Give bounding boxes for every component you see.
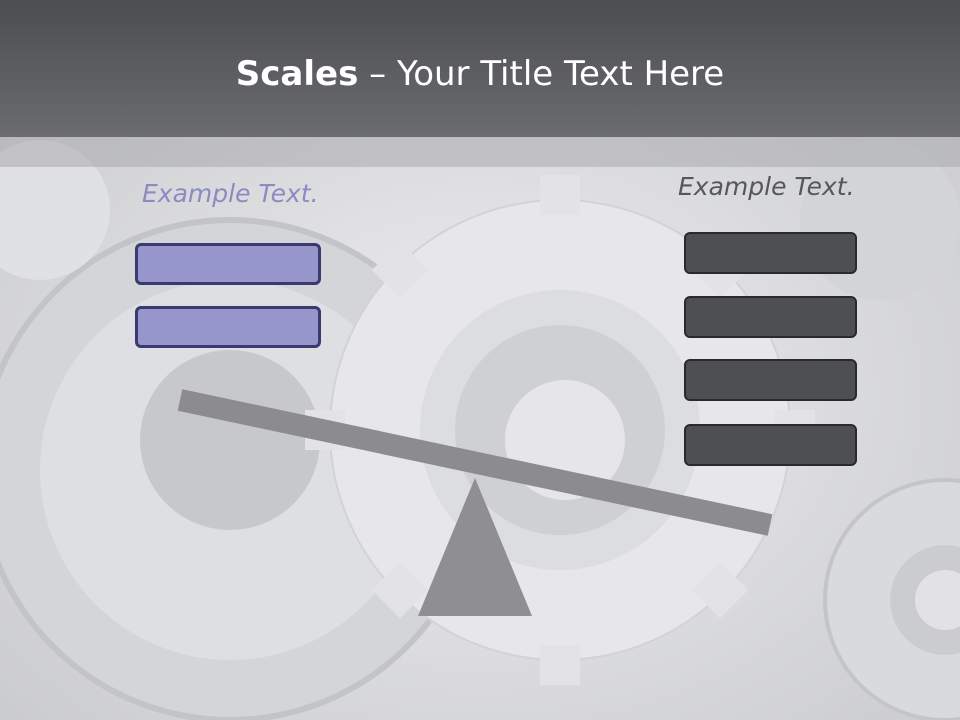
right-example-text[interactable]: Example Text.: [678, 172, 855, 201]
slide-title[interactable]: Scales – Your Title Text Here: [0, 54, 960, 94]
title-rest: – Your Title Text Here: [358, 54, 725, 94]
scale-beam: [177, 389, 773, 536]
title-band: [0, 137, 960, 167]
right-box[interactable]: [684, 359, 857, 401]
title-bold: Scales: [235, 54, 359, 94]
right-box[interactable]: [684, 296, 857, 338]
left-box[interactable]: [135, 243, 321, 285]
right-box[interactable]: [684, 232, 857, 274]
right-box[interactable]: [684, 424, 857, 466]
left-box[interactable]: [135, 306, 321, 348]
scale-fulcrum: [418, 478, 532, 616]
title-bar: [0, 0, 960, 137]
left-example-text[interactable]: Example Text.: [142, 179, 319, 208]
